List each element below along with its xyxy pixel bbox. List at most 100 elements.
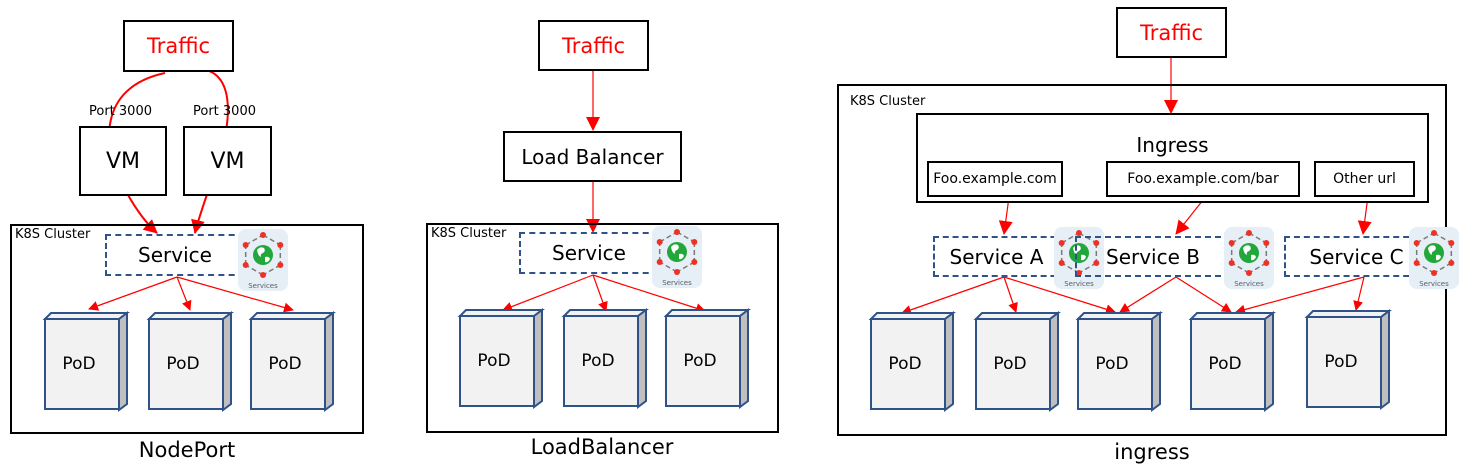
services-icon-caption: Services (1234, 280, 1264, 288)
pod-label: PoD (993, 354, 1027, 374)
vm-box: VM (183, 126, 272, 196)
arrow-service-b-to-pod-3 (1119, 276, 1177, 313)
service-box: Service (519, 232, 659, 274)
pod-side-face (118, 311, 128, 412)
traffic-label: Traffic (1139, 20, 1204, 45)
port-label: Port 3000 (193, 104, 256, 119)
pod-top-face (146, 312, 234, 320)
pod-top-face (663, 309, 751, 317)
services-icon: Services (1224, 227, 1274, 289)
pod-3d-faces (868, 311, 956, 412)
pod-3d-faces (1188, 311, 1276, 412)
pod-top-face (868, 312, 956, 320)
hexagon-network-icon (656, 229, 698, 275)
pod-label: PoD (581, 351, 615, 371)
pod-label: PoD (166, 354, 200, 374)
hexagon-network-icon (1228, 230, 1270, 276)
pod-side-face (739, 308, 749, 409)
diagram-caption: NodePort (138, 438, 236, 462)
pod-3d-faces (561, 308, 649, 409)
ingress-title: Ingress (1136, 133, 1209, 157)
pod-side-face (222, 311, 232, 412)
services-icon: Services (238, 229, 288, 291)
pod-3d-faces (663, 308, 751, 409)
arrow-service-a-to-pod-1 (901, 276, 1005, 315)
port-label: Port 3000 (89, 104, 152, 119)
pod-label: PoD (268, 354, 302, 374)
pod-label: PoD (1095, 354, 1129, 374)
pod-3d-faces (146, 311, 234, 412)
ingress-rule-label: Foo.example.com (933, 171, 1057, 187)
pod-side-face (1264, 311, 1274, 412)
k8s-cluster: K8S Cluster (426, 223, 779, 433)
pod-side-face (637, 308, 647, 409)
vm-label: VM (105, 148, 141, 174)
ingress-rule: Foo.example.com/bar (1106, 161, 1300, 197)
arrow-service-to-pod-1 (88, 276, 178, 311)
pod-label: PoD (477, 351, 511, 371)
vm-label: VM (210, 148, 245, 174)
pod-label: PoD (1324, 352, 1358, 372)
cluster-label: K8S Cluster (15, 227, 91, 242)
pod-3d-faces (1075, 311, 1163, 412)
pod-top-face (1304, 310, 1392, 318)
pod-3d-faces (1304, 309, 1392, 410)
pod-side-face (944, 311, 954, 412)
cluster-label: K8S Cluster (431, 226, 507, 241)
pod-3d-faces (973, 311, 1061, 412)
pod-3d-faces (248, 311, 336, 412)
services-icon: Services (652, 226, 702, 288)
pod-side-face (533, 308, 543, 409)
pod-top-face (457, 309, 545, 317)
service-label: Service A (949, 244, 1044, 269)
ingress-rule: Other url (1314, 161, 1415, 197)
services-icon-caption: Services (662, 279, 692, 287)
traffic-label: Traffic (146, 34, 211, 58)
hexagon-network-icon (242, 232, 284, 278)
ingress-rule: Foo.example.com (927, 161, 1063, 197)
service-label: Service B (1106, 244, 1200, 269)
service-label: Service C (1309, 244, 1404, 269)
pod-3d-faces (42, 311, 130, 412)
cluster-label: K8S Cluster (850, 94, 926, 109)
arrow-service-to-pod-1 (502, 274, 594, 312)
arrow-service-a-to-pod-2 (1003, 276, 1018, 313)
traffic-box: Traffic (123, 20, 234, 72)
k8s-cluster: K8S Cluster (10, 224, 364, 434)
arrow-service-to-pod-3 (592, 274, 706, 314)
pod-label: PoD (888, 354, 922, 374)
pod-top-face (248, 312, 336, 320)
vm-box: VM (79, 126, 167, 196)
pod-side-face (324, 311, 334, 412)
load-balancer-box: Load Balancer (503, 131, 682, 182)
arrow-service-to-pod-2 (176, 276, 192, 311)
services-icon-caption: Services (1064, 280, 1094, 288)
traffic-box: Traffic (1116, 7, 1227, 58)
arrow-service-a-to-pod-3 (1003, 276, 1116, 315)
arrow-rule1-to-service-a (998, 196, 1013, 235)
service-box: Service B (1075, 236, 1231, 277)
traffic-box: Traffic (538, 20, 649, 71)
pod-label: PoD (62, 354, 96, 374)
services-icon-caption: Services (1419, 280, 1449, 288)
ingress-rule-label: Other url (1333, 171, 1396, 187)
load-balancer-label: Load Balancer (521, 144, 664, 169)
pod-3d-faces (457, 308, 545, 409)
service-label: Service (138, 243, 212, 267)
arrow-service-c-to-pod-4 (1235, 276, 1365, 315)
pod-top-face (973, 312, 1061, 320)
pod-top-face (561, 309, 649, 317)
hexagon-network-icon (1413, 230, 1455, 276)
diagram-caption: ingress (1114, 440, 1190, 464)
services-icon-caption: Services (248, 282, 278, 290)
arrow-service-to-pod-2 (592, 274, 608, 312)
pod-side-face (1151, 311, 1161, 412)
arrow-service-c-to-pod-5 (1353, 276, 1365, 311)
arrow-service-b-to-pod-4 (1175, 276, 1232, 313)
pod-side-face (1380, 309, 1390, 410)
arrow-service-to-pod-3 (176, 276, 294, 313)
pod-top-face (1075, 312, 1163, 320)
pod-top-face (1188, 312, 1276, 320)
diagram-caption: LoadBalancer (530, 435, 674, 459)
